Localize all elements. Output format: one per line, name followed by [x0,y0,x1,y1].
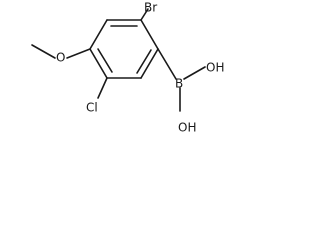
ring-bond-lower-left [89,48,108,79]
methoxy-oxygen-label: O [56,51,65,65]
ring-bond-lower-left-inner [97,48,113,73]
ring-bond-lower-right [140,48,159,79]
boron-label: B [175,77,183,91]
ring-bond-lower-right-inner [136,49,152,74]
boron-hydroxyl-upper-bond [183,66,206,80]
chlorine-label: Cl [86,101,98,115]
boron-bond [157,48,177,80]
hydroxyl-lower-label: OH [178,121,196,135]
molecule-structure-diagram: Br B OH OH Cl O [31,1,224,135]
ring-bond-upper-left [89,19,108,50]
methyl-bond [31,44,56,59]
ring-bond-upper-right [140,19,159,50]
bromine-label: Br [144,1,157,15]
bromine-bond [140,8,149,21]
methoxy-oxygen-bond [66,48,91,59]
chlorine-bond [97,77,108,99]
benzene-ring [89,19,159,79]
hydroxyl-upper-label: OH [206,61,224,75]
